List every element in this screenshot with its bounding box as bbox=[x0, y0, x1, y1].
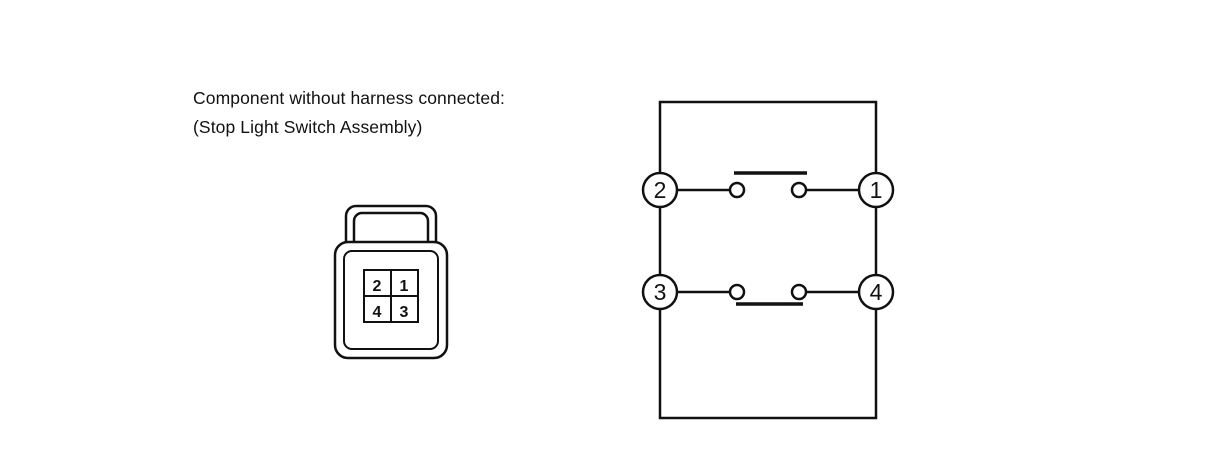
pin-label-2: 2 bbox=[373, 278, 382, 295]
terminal-4: 4 bbox=[857, 273, 895, 311]
pin-label-3: 3 bbox=[400, 304, 409, 321]
terminal-1-circle bbox=[857, 171, 895, 209]
terminal-3: 3 bbox=[641, 273, 679, 311]
terminal-2-circle bbox=[641, 171, 679, 209]
circuit-housing-outline bbox=[658, 100, 878, 420]
contact-point-top-left bbox=[728, 181, 746, 199]
terminal-4-label: 4 bbox=[870, 279, 883, 305]
terminal-2: 2 bbox=[641, 171, 679, 209]
terminal-3-circle bbox=[641, 273, 679, 311]
switch-circuit-diagram: 2 1 3 4 bbox=[641, 100, 895, 420]
terminal-1: 1 bbox=[857, 171, 895, 209]
terminal-2-label: 2 bbox=[654, 177, 667, 203]
terminal-4-circle bbox=[857, 273, 895, 311]
terminal-3-label: 3 bbox=[654, 279, 667, 305]
pin-label-1: 1 bbox=[400, 278, 409, 295]
contact-point-bottom-left bbox=[728, 283, 746, 301]
caption-line-1: Component without harness connected: bbox=[193, 88, 505, 108]
contact-point-top-right bbox=[790, 181, 808, 199]
terminal-1-label: 1 bbox=[870, 177, 883, 203]
contact-point-bottom-right bbox=[790, 283, 808, 301]
diagram-caption: Component without harness connected: (St… bbox=[193, 84, 505, 142]
connector-pin-grid: 2 1 4 3 bbox=[363, 269, 419, 323]
pin-label-4: 4 bbox=[373, 304, 382, 321]
contact-row-top bbox=[677, 171, 859, 199]
connector-front-view: 2 1 4 3 bbox=[333, 204, 449, 360]
caption-line-2: (Stop Light Switch Assembly) bbox=[193, 116, 423, 137]
contact-row-bottom bbox=[677, 283, 859, 306]
